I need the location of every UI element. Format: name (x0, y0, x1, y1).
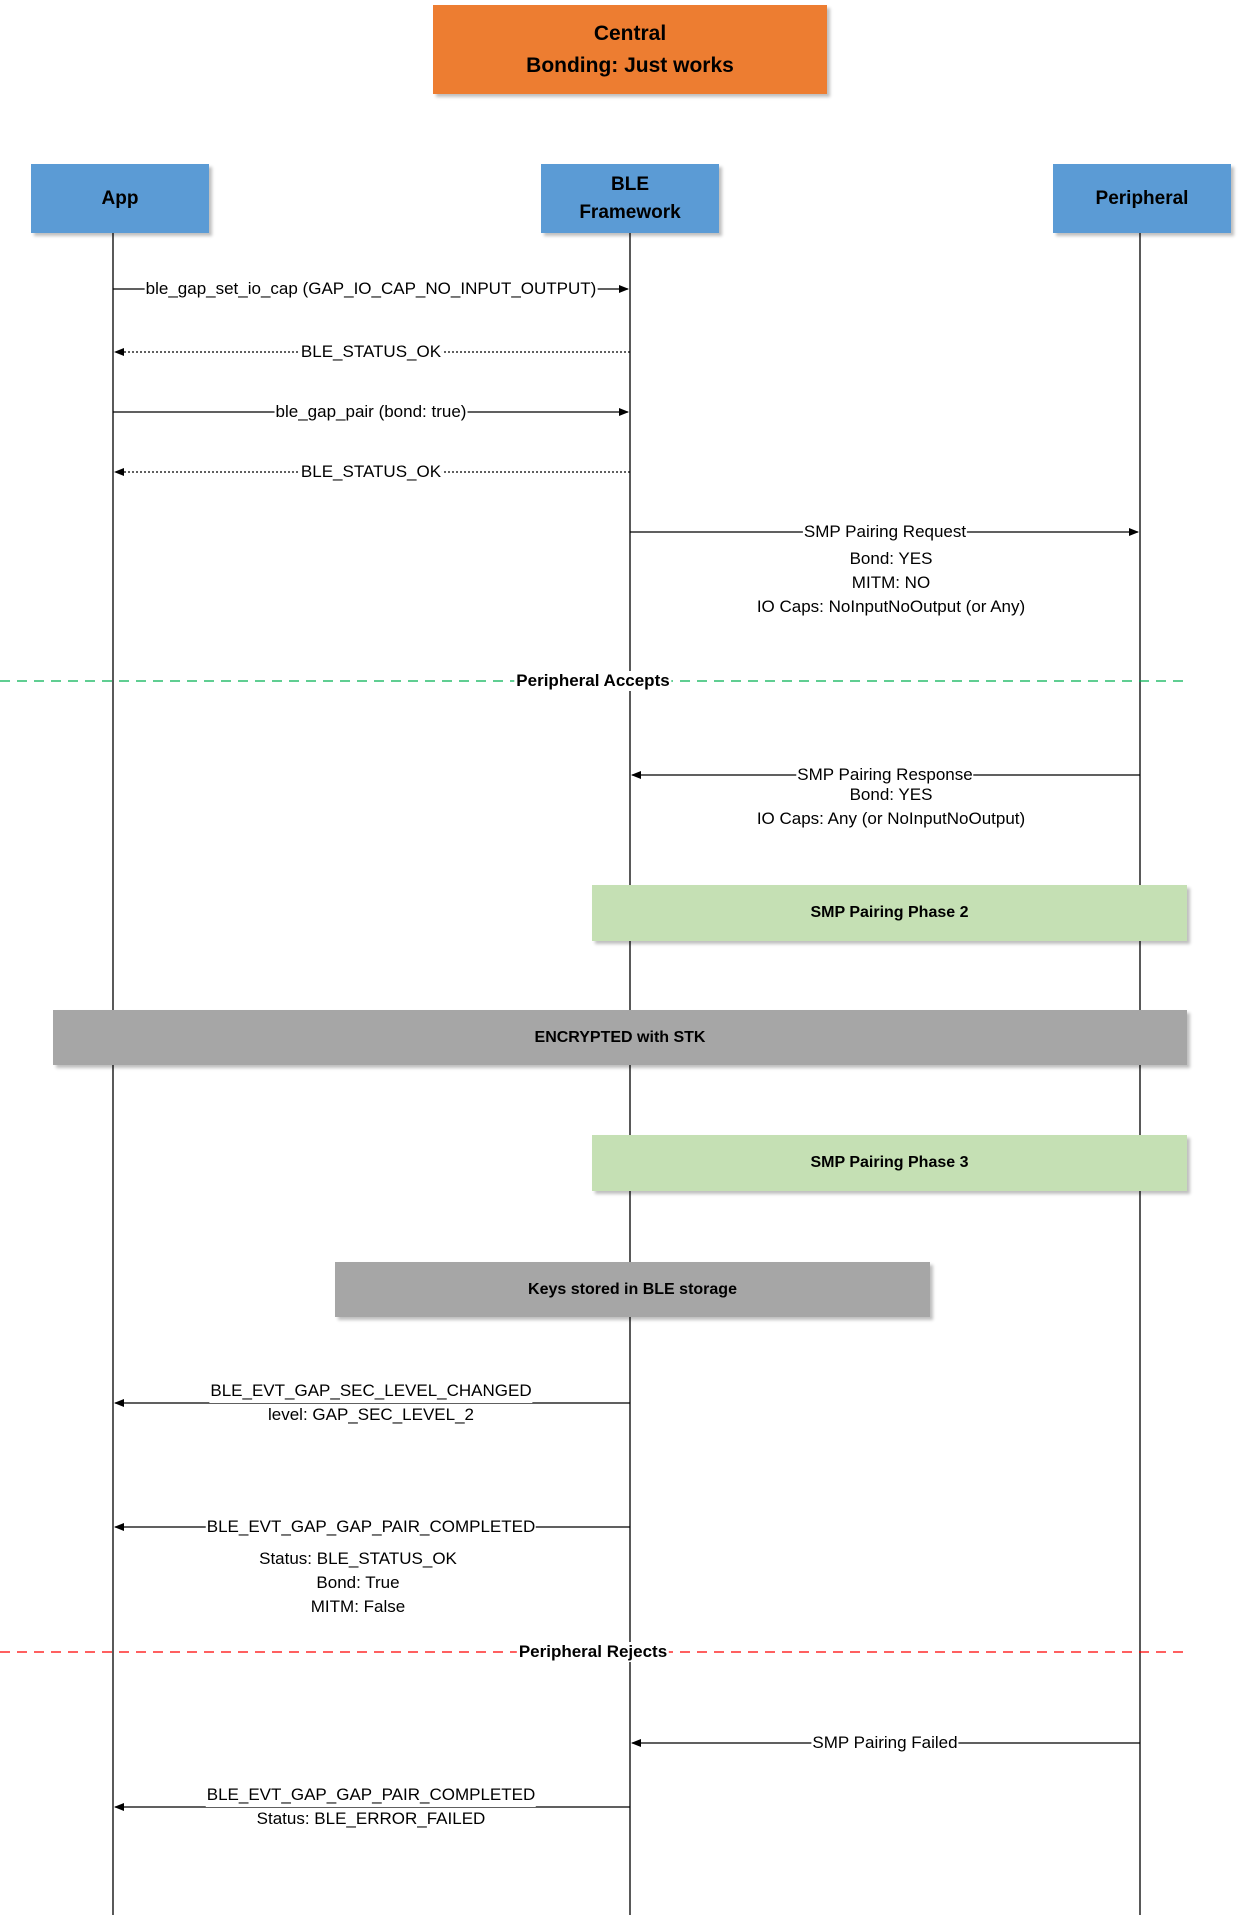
pair-failed-status: Status: BLE_ERROR_FAILED (256, 1809, 486, 1828)
detail-line: IO Caps: NoInputNoOutput (or Any) (756, 597, 1026, 616)
message-status-ok-1: BLE_STATUS_OK (299, 342, 443, 362)
message-gap-pair: ble_gap_pair (bond: true) (274, 402, 468, 422)
actor-ble-label-2: Framework (579, 201, 681, 223)
phase-2-label: SMP Pairing Phase 2 (810, 904, 969, 921)
message-pair-completed-failed: BLE_EVT_GAP_GAP_PAIR_COMPLETED Status: B… (205, 1783, 537, 1831)
accepts-divider-label: Peripheral Accepts (514, 671, 672, 691)
message-sec-level-changed: BLE_EVT_GAP_SEC_LEVEL_CHANGED level: GAP… (209, 1379, 533, 1427)
keys-stored-box: Keys stored in BLE storage (335, 1262, 930, 1317)
detail-line: IO Caps: Any (or NoInputNoOutput) (756, 809, 1026, 828)
detail-line: MITM: False (310, 1597, 406, 1616)
actor-peripheral-label: Peripheral (1095, 187, 1189, 209)
actor-peripheral: Peripheral (1053, 164, 1231, 233)
pair-failed-event-name: BLE_EVT_GAP_GAP_PAIR_COMPLETED (205, 1783, 537, 1807)
sec-level-event-name: BLE_EVT_GAP_SEC_LEVEL_CHANGED (209, 1379, 533, 1403)
smp-pairing-phase-2: SMP Pairing Phase 2 (592, 885, 1187, 941)
pairing-request-details: Bond: YES MITM: NO IO Caps: NoInputNoOut… (757, 547, 1025, 619)
pair-completed-ok-details: Status: BLE_STATUS_OK Bond: True MITM: F… (259, 1547, 457, 1619)
message-smp-pairing-failed: SMP Pairing Failed (811, 1733, 959, 1753)
message-smp-pairing-request: SMP Pairing Request (802, 522, 968, 542)
rejects-divider-label: Peripheral Rejects (516, 1642, 670, 1662)
sec-level-value: level: GAP_SEC_LEVEL_2 (267, 1405, 475, 1424)
message-set-io-cap: ble_gap_set_io_cap (GAP_IO_CAP_NO_INPUT_… (144, 279, 598, 299)
keys-stored-label: Keys stored in BLE storage (528, 1280, 737, 1298)
title-line-2: Bonding: Just works (526, 53, 734, 77)
detail-line: Bond: YES (849, 785, 933, 804)
diagram-title: Central Bonding: Just works (433, 5, 827, 94)
phase-3-label: SMP Pairing Phase 3 (810, 1154, 969, 1171)
pairing-response-details: Bond: YES IO Caps: Any (or NoInputNoOutp… (757, 783, 1025, 831)
actor-app: App (31, 164, 209, 233)
smp-pairing-phase-3: SMP Pairing Phase 3 (592, 1135, 1187, 1191)
message-pair-completed-ok: BLE_EVT_GAP_GAP_PAIR_COMPLETED (205, 1517, 537, 1537)
detail-line: MITM: NO (851, 573, 931, 592)
title-line-1: Central (593, 21, 667, 45)
message-status-ok-2: BLE_STATUS_OK (299, 462, 443, 482)
detail-line: Bond: True (316, 1573, 400, 1592)
detail-line: Status: BLE_STATUS_OK (259, 1549, 457, 1568)
actor-app-label: App (101, 187, 139, 209)
encrypted-label: ENCRYPTED with STK (534, 1028, 706, 1046)
message-smp-pairing-response: SMP Pairing Response (796, 765, 974, 785)
actor-ble-framework: BLE Framework (541, 164, 719, 233)
detail-line: Bond: YES (849, 549, 933, 568)
encrypted-with-stk-band: ENCRYPTED with STK (53, 1010, 1187, 1065)
actor-ble-label-1: BLE (611, 173, 649, 195)
